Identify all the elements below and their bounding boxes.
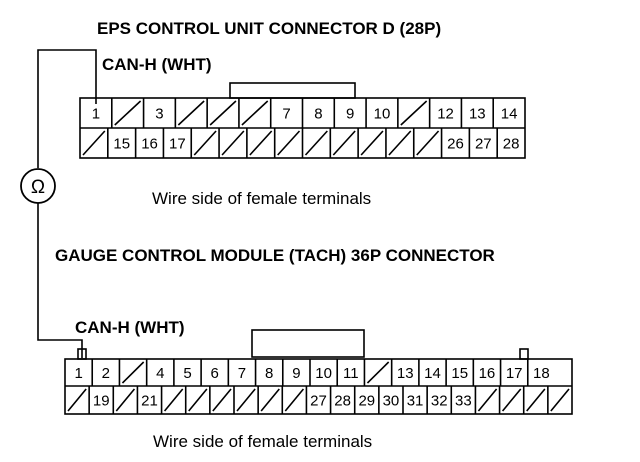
gauge-module-empty-cavity <box>366 361 390 384</box>
test-lead <box>37 49 97 358</box>
gauge-module-caption: Wire side of female terminals <box>153 432 372 451</box>
gauge-module-terminal-6: 6 <box>211 365 219 382</box>
gauge-module-terminal-16: 16 <box>479 365 496 382</box>
connector-d-bottom-row: 15 16 17 26 27 28 <box>82 128 520 158</box>
gauge-module-empty-cavity <box>67 388 87 412</box>
connector-d-empty-cavity <box>241 100 269 126</box>
gauge-module-terminal-5: 5 <box>183 365 191 382</box>
connector-d-terminal-16: 16 <box>141 136 158 153</box>
connector-d-empty-cavity <box>249 130 273 156</box>
gauge-module-terminal-11: 11 <box>343 365 359 382</box>
gauge-module-terminal-21: 21 <box>141 393 158 410</box>
gauge-module-terminal-18: 18 <box>533 365 550 382</box>
gauge-module-terminal-15: 15 <box>451 365 468 382</box>
gauge-module-terminal-27: 27 <box>310 393 327 410</box>
connector-d-terminal-15: 15 <box>113 136 130 153</box>
connector-d-terminal-17: 17 <box>169 136 186 153</box>
gauge-module-right-tab <box>519 348 529 360</box>
connector-d-empty-cavity <box>360 130 384 156</box>
gauge-module-terminal-32: 32 <box>431 393 448 410</box>
gauge-module-empty-cavity <box>163 388 184 412</box>
connector-d-terminal-12: 12 <box>437 106 454 123</box>
gauge-module-terminal-8: 8 <box>265 365 273 382</box>
gauge-module-terminal-10: 10 <box>315 365 332 382</box>
connector-d-empty-cavity <box>177 100 205 126</box>
gauge-module-terminal-7: 7 <box>238 365 246 382</box>
connector-d-terminal-1: 1 <box>92 106 100 123</box>
connector-d-empty-cavity <box>277 130 301 156</box>
gauge-module-empty-cavity <box>477 388 498 412</box>
connector-d-terminal-13: 13 <box>469 106 486 123</box>
gauge-module-empty-cavity <box>236 388 256 412</box>
gauge-module-empty-cavity <box>284 388 305 412</box>
connector-d-empty-cavity <box>209 100 237 126</box>
gauge-module-terminal-28: 28 <box>334 393 351 410</box>
connector-d-latch <box>229 82 356 99</box>
gauge-module-latch <box>251 329 365 358</box>
gauge-module-terminal-31: 31 <box>407 393 424 410</box>
connector-d-empty-cavity <box>416 130 440 156</box>
gauge-module-empty-cavity <box>526 388 546 412</box>
gauge-module-terminal-29: 29 <box>358 393 375 410</box>
gauge-module-empty-cavity <box>501 388 522 412</box>
connector-d-empty-cavity <box>304 130 328 156</box>
connector-d-terminal-7: 7 <box>282 106 290 123</box>
gauge-module-terminal-14: 14 <box>424 365 441 382</box>
gauge-module-empty-cavity <box>260 388 280 412</box>
connector-d-empty-cavity <box>221 130 245 156</box>
ohm-symbol: Ω <box>31 177 45 198</box>
gauge-module-terminal-30: 30 <box>383 393 400 410</box>
gauge-module-terminal-9: 9 <box>292 365 300 382</box>
gauge-module-empty-cavity <box>212 388 232 412</box>
connector-d-title: EPS CONTROL UNIT CONNECTOR D (28P) <box>97 19 441 38</box>
connector-d-empty-cavity <box>114 100 142 126</box>
gauge-module-terminal-1: 1 <box>74 365 82 382</box>
connector-d-empty-cavity <box>400 100 428 126</box>
gauge-module-empty-cavity <box>115 388 136 412</box>
gauge-module-terminal-17: 17 <box>506 365 523 382</box>
gauge-module-terminal-33: 33 <box>455 393 472 410</box>
connector-d-caption: Wire side of female terminals <box>152 189 371 208</box>
connector-d-terminal-27: 27 <box>475 136 492 153</box>
gauge-module-terminal-2: 2 <box>102 365 110 382</box>
connector-d-terminal-9: 9 <box>346 106 354 123</box>
connector-d-terminal-10: 10 <box>374 106 391 123</box>
connector-d-empty-cavity <box>82 130 106 156</box>
gauge-module-bottom-row: 19 21 27 28 29 30 31 32 33 <box>67 386 570 414</box>
connector-d-terminal-28: 28 <box>503 136 520 153</box>
gauge-module-empty-cavity <box>550 388 570 412</box>
test-lead-upper <box>37 49 97 168</box>
connector-d-empty-cavity <box>388 130 412 156</box>
gauge-module-title: GAUGE CONTROL MODULE (TACH) 36P CONNECTO… <box>55 246 495 265</box>
connector-d-wire-label: CAN-H (WHT) <box>102 55 212 74</box>
gauge-module-terminal-4: 4 <box>156 365 164 382</box>
connector-d-empty-cavity <box>193 130 217 156</box>
gauge-module-terminal-19: 19 <box>93 393 110 410</box>
connector-d-terminal-14: 14 <box>501 106 518 123</box>
gauge-module-terminal-13: 13 <box>397 365 414 382</box>
gauge-module-connector: 1 2 4 5 6 7 8 9 10 11 13 14 15 16 17 18 19 21 27 28 29 30 31 3… <box>64 329 573 415</box>
connector-d-empty-cavity <box>332 130 356 156</box>
gauge-module-top-row: 1 2 4 5 6 7 8 9 10 11 13 14 15 16 17 18 <box>74 359 550 386</box>
test-lead-lower <box>37 203 83 358</box>
gauge-module-empty-cavity <box>188 388 208 412</box>
gauge-module-wire-label: CAN-H (WHT) <box>75 318 185 337</box>
connector-d-terminal-8: 8 <box>314 106 322 123</box>
connector-d-terminal-26: 26 <box>447 136 464 153</box>
ohmmeter-circle <box>20 168 56 204</box>
connector-d-terminal-3: 3 <box>155 106 163 123</box>
ohmmeter-icon: Ω <box>20 168 56 204</box>
gauge-module-empty-cavity <box>121 361 145 384</box>
